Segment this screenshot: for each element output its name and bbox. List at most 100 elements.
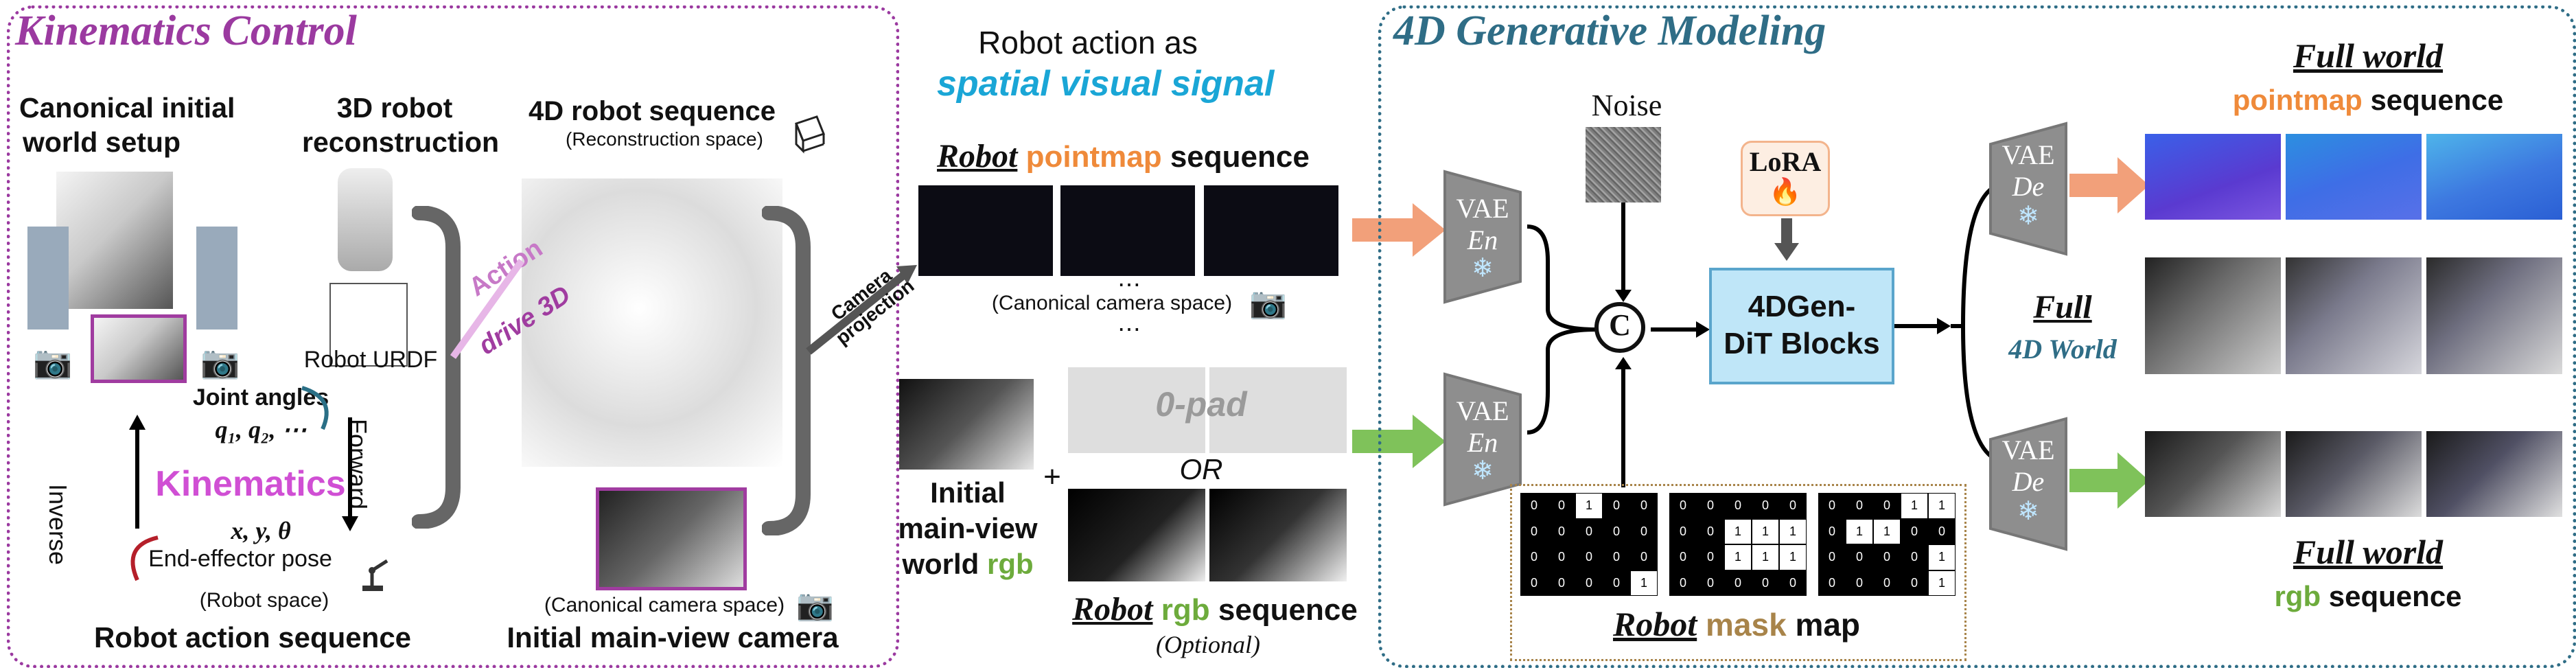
output-pointmap-2 [2286, 134, 2422, 220]
robot-rgb-frame-2 [1209, 489, 1347, 581]
mask-cell: 0 [1679, 575, 1686, 590]
mask-cell: 0 [1585, 575, 1592, 590]
concat-label: C [1609, 308, 1631, 342]
concat-circle [1594, 302, 1645, 353]
mask-cell: 0 [1761, 575, 1769, 590]
mask-cell: 0 [1530, 524, 1538, 538]
vae-encoder-top-label: VAE [1456, 193, 1509, 224]
camera-icon: 📷 [796, 588, 834, 622]
mask-cell: 0 [1828, 498, 1835, 513]
mask-cell: 0 [1557, 524, 1565, 538]
mask-cell: 0 [1585, 550, 1592, 564]
mask-cell: 0 [1761, 498, 1769, 513]
mask-cell: 0 [1679, 498, 1686, 513]
sequence-4d-label: 4D robot sequence [528, 96, 776, 126]
initial-rgb-image [899, 379, 1034, 470]
lora-box [1741, 141, 1830, 216]
mask-cell: 0 [1706, 498, 1714, 513]
encoder-connectors [1527, 203, 1710, 487]
forward-arrow [342, 417, 358, 531]
mask-cell: 1 [1752, 518, 1779, 544]
mask-cell: 0 [1557, 498, 1565, 513]
pointmap-frame-2 [1060, 185, 1195, 276]
mask-cell: 1 [1630, 570, 1658, 596]
mask-cell: 1 [1575, 493, 1603, 519]
output-4d-world-2 [2286, 257, 2422, 374]
vae-decoder-bottom [1987, 415, 2069, 553]
optional-label: (Optional) [1156, 631, 1260, 658]
mask-cell: 1 [1779, 544, 1807, 570]
vae-encoder-top-en: En [1467, 224, 1498, 255]
header-line1: Robot action as [978, 25, 1198, 60]
snowflake-icon: ❄ [2017, 497, 2039, 526]
mask-cell: 0 [1585, 524, 1592, 538]
rgb-output-arrow [2069, 452, 2149, 509]
mask-cell: 0 [1640, 498, 1647, 513]
pose-vars: x, y, θ [231, 517, 291, 544]
mask-cell: 0 [1706, 524, 1714, 538]
mask-cell: 0 [1855, 575, 1863, 590]
mask-cell: 1 [1928, 493, 1956, 519]
dots-2: ⋯ [1117, 316, 1141, 343]
zero-pad-box-1 [1068, 367, 1205, 453]
mask-cell: 0 [1789, 575, 1796, 590]
zero-pad-label: 0-pad [1155, 385, 1247, 424]
mask-cell: 1 [1873, 518, 1901, 544]
mask-map-title: Robot mask map [1612, 605, 1861, 643]
camera-projection-arrow [806, 265, 917, 355]
rgb-sequence-subtitle: rgb sequence [2274, 580, 2462, 612]
output-4d-world-1 [2145, 257, 2281, 374]
mask-cell: 0 [1910, 550, 1918, 564]
vae-decoder-top-de: De [2012, 171, 2045, 202]
arc-bottom [130, 535, 159, 581]
mask-cell: 0 [1828, 550, 1835, 564]
dots-1: ⋯ [1117, 272, 1141, 298]
mask-cell: 0 [1828, 524, 1835, 538]
mask-cell: 0 [1706, 550, 1714, 564]
mask-cell: 0 [1612, 550, 1620, 564]
mask-cell: 0 [1612, 575, 1620, 590]
rgb-input-arrow [1352, 415, 1446, 468]
main-view-thumb [91, 314, 187, 383]
noise-image [1586, 127, 1661, 203]
dit-label: 4DGen-DiT Blocks [1724, 290, 1880, 360]
mask-cell: 0 [1883, 498, 1890, 513]
pointmap-sequence-title: Robot pointmap sequence [937, 138, 1310, 174]
mask-map-frame [1510, 484, 1966, 661]
right-view-image [196, 227, 237, 330]
mask-cell: 0 [1530, 575, 1538, 590]
snowflake-icon: ❄ [1472, 254, 1494, 283]
generative-panel-title: 4D Generative Modeling [1393, 8, 1826, 54]
mask-cell: 1 [1901, 493, 1928, 519]
lora-arrow [1774, 218, 1799, 261]
canonical-camera-space-label: (Canonical camera space) [544, 594, 785, 616]
dit-blocks [1709, 268, 1894, 384]
lora-label: LoRA [1749, 146, 1822, 177]
vae-encoder-bottom-label: VAE [1456, 395, 1509, 426]
vae-encoder-bottom-en: En [1467, 427, 1498, 458]
mask-cell: 0 [1855, 498, 1863, 513]
robot-arm-image [338, 168, 393, 271]
pointmap-sequence-subtitle: pointmap sequence [2232, 84, 2504, 116]
action-sequence-label: Robot action sequence [93, 621, 412, 654]
canonical-world-image [56, 172, 173, 309]
or-label: OR [1179, 453, 1223, 485]
camera-icon: 📷 [200, 344, 240, 380]
vae-decoder-bottom-de: De [2012, 466, 2045, 497]
mask-cell: 0 [1530, 550, 1538, 564]
mask-cell: 0 [1557, 575, 1565, 590]
vae-decoder-top-label: VAE [2001, 139, 2055, 170]
kinematics-panel-title: Kinematics Control [15, 8, 357, 54]
camera-icon: 📷 [33, 344, 73, 380]
decoder-connectors [1894, 183, 1997, 462]
mask-cell: 0 [1855, 550, 1863, 564]
zero-pad-box-2 [1209, 367, 1347, 453]
mask-cell: 0 [1938, 524, 1945, 538]
generative-panel [1378, 5, 2576, 668]
mask-cell: 0 [1679, 524, 1686, 538]
mask-cell: 1 [1846, 518, 1873, 544]
